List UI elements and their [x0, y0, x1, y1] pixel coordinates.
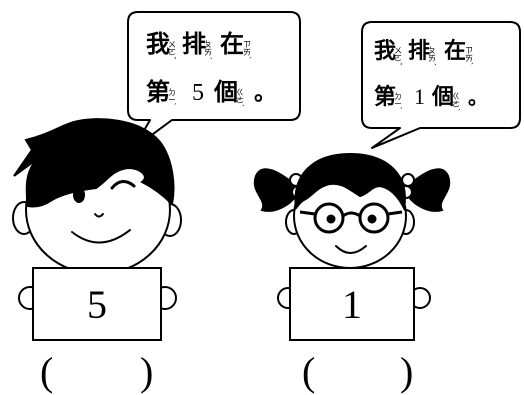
girl-right-pigtail: [407, 168, 451, 212]
boy-speech-char-pai: 排: [182, 29, 206, 58]
boy-answer-blank[interactable]: [62, 350, 138, 390]
girl-glasses-bridge: [342, 211, 361, 218]
boy-number-card: [32, 267, 162, 341]
girl-glasses-left-arm: [299, 210, 316, 216]
boy-speech-zhuyin-zai: ㄗㄞˋ: [243, 40, 253, 60]
girl-mouth: [335, 245, 367, 254]
boy-speech-period: 。: [254, 80, 276, 106]
girl-speech-bubble: [361, 21, 521, 149]
boy-speech-zhuyin-di: ㄉㄧˋ: [168, 88, 178, 106]
girl-speech-char-wo: 我: [374, 38, 396, 64]
girl-speech-zhuyin-di: ㄉㄧˋ: [394, 92, 404, 110]
boy-left-eye: [73, 187, 85, 203]
boy-speech-char-ge: 個: [213, 77, 238, 106]
girl-hair: [294, 152, 406, 212]
boy-answer-close-paren: ): [140, 349, 153, 394]
boy-answer-open-paren: (: [40, 349, 53, 394]
boy-speech-char-wo: 我: [146, 29, 170, 58]
girl-speech-char-ge: 個: [431, 84, 454, 110]
girl-speech-char-pai: 排: [408, 38, 430, 64]
boy-speech-zhuyin-ge: ㄍㄜˋ: [236, 88, 246, 108]
boy-speech-char-zai: 在: [220, 29, 244, 58]
boy-speech-position-number: 5: [192, 80, 204, 106]
girl-speech-zhuyin-pai: ㄆㄞˊ: [428, 46, 438, 66]
girl-speech-char-zai: 在: [444, 38, 466, 64]
girl-left-pigtail: [253, 168, 297, 212]
girl-speech-zhuyin-ge: ㄍㄜˋ: [452, 92, 462, 112]
boy-nose: [94, 213, 104, 218]
girl-number-card: [289, 267, 415, 341]
boy-card-number: 5: [87, 282, 107, 327]
boy-speech-char-di: 第: [146, 77, 170, 106]
girl-answer-blank[interactable]: [324, 350, 396, 390]
boy-mouth: [71, 229, 131, 244]
boy-speech-zhuyin-wo: ㄨㄛˇ: [168, 40, 178, 60]
boy-right-eye-wink: [110, 180, 136, 190]
girl-answer-open-paren: (: [302, 349, 315, 394]
girl-right-eye: [367, 214, 377, 224]
boy-character: 我 ㄨㄛˇ 排 ㄆㄞˊ 在 ㄗㄞˋ 第 ㄉㄧˋ 5 個 ㄍㄜˋ 。 5: [12, 11, 301, 394]
girl-card-number: 1: [342, 282, 362, 327]
girl-speech-char-di: 第: [374, 84, 396, 110]
girl-answer-close-paren: ): [400, 349, 413, 394]
girl-speech-zhuyin-zai: ㄗㄞˋ: [465, 46, 475, 66]
girl-speech-zhuyin-wo: ㄨㄛˇ: [394, 46, 404, 66]
boy-speech-zhuyin-pai: ㄆㄞˊ: [204, 40, 214, 60]
girl-left-eye: [326, 214, 336, 224]
girl-glasses-right-arm: [387, 210, 403, 216]
girl-character: 我 ㄨㄛˇ 排 ㄆㄞˊ 在 ㄗㄞˋ 第 ㄉㄧˋ 1 個 ㄍㄜˋ 。: [253, 21, 521, 394]
girl-speech-position-number: 1: [414, 84, 425, 109]
girl-speech-period: 。: [468, 85, 488, 109]
